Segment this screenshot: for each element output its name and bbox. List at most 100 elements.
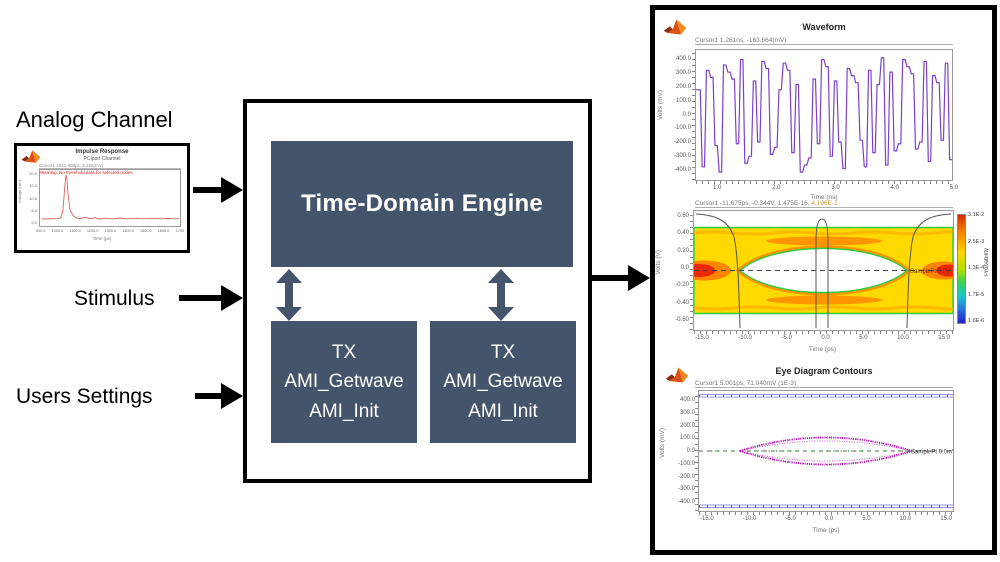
thumb-subtitle: PCIport Channel	[83, 156, 121, 162]
arrow-analog-to-engine	[193, 176, 243, 204]
results-panel: Waveform Cursor1 1.261ns, -163.664(mV) 4…	[650, 5, 997, 555]
stat-eye-y-label: Volts (V)	[655, 250, 662, 275]
matlab-logo-icon	[663, 19, 687, 35]
tick-label: 2.0	[772, 185, 781, 191]
impulse-response-thumbnail: Impulse Response PCIport Channel Cursor1…	[14, 143, 190, 253]
tick-label: 1200.0	[86, 229, 99, 233]
engine-block: Time-Domain Engine	[271, 141, 573, 267]
tick-label: 3.1E-2	[968, 212, 985, 218]
tick-label: 1100.0	[69, 229, 81, 233]
tick-label: 1.7E-5	[968, 291, 985, 298]
tick-label: 300.0	[675, 69, 691, 76]
tick-label: 10.0	[29, 195, 37, 201]
tick-label: -5.0	[785, 516, 796, 522]
tick-label: -200.0	[677, 473, 695, 480]
tick-label: 1300.0	[104, 229, 117, 233]
tick-label: 1700	[175, 229, 184, 233]
tick-label: -0.20	[675, 282, 689, 289]
thumb-warning-text: Warning: No threshold data for selected …	[40, 170, 134, 175]
probability-colorbar	[957, 214, 966, 324]
block-label-line: AMI_Getwave	[284, 371, 404, 393]
tick-label: 20.0	[29, 171, 37, 176]
tick-label: 100.0	[675, 97, 691, 104]
tick-label: 5.0	[31, 207, 37, 213]
tick-label: -300.0	[673, 153, 691, 160]
tick-label: -400.0	[673, 167, 691, 173]
tick-label: 5.0	[862, 516, 871, 522]
tick-label: 1500.0	[140, 229, 152, 233]
contours-plot-area: SamplePt 0.0mV	[698, 390, 956, 512]
thumb-cursor-readout: Cursor1 1021.408ps, 8.226(mV)	[39, 163, 181, 169]
tick-label: 1600.0	[157, 229, 170, 233]
tick-label: -100.0	[673, 125, 691, 132]
tick-label: 100.0	[679, 435, 695, 442]
x-tickmarks	[699, 512, 953, 515]
tick-label: 400.0	[675, 56, 691, 62]
block-label-line: AMI_Init	[468, 400, 538, 422]
tick-label: 0.60	[677, 213, 689, 219]
stat-eye-plot-area: SamplePt 0.0V	[677, 210, 966, 331]
cursor-highlight: 4.196E-1	[811, 200, 838, 207]
thumb-x-label: Time (ps)	[92, 236, 112, 241]
stat-eye-cursor-readout: Cursor1 -11.675ps, -0.344V, 1.475E-16, 4…	[695, 200, 953, 208]
tick-label: 0.0	[680, 264, 689, 271]
tick-label: 1.3E-4	[968, 265, 985, 271]
bidirectional-arrow-left	[275, 269, 303, 321]
tick-label: -400.0	[677, 499, 695, 505]
stat-eye-annotation: SamplePt 0.0V	[910, 269, 950, 275]
matlab-logo-icon	[665, 367, 689, 383]
arrow-engine-to-results	[592, 264, 650, 292]
tick-label: 10.0	[897, 335, 909, 341]
contours-trace: SamplePt 0.0mV	[699, 394, 956, 508]
tick-label: 2.5E-3	[968, 238, 985, 245]
tick-label: -100.0	[677, 460, 695, 467]
tick-label: 0.0	[821, 335, 830, 341]
tick-label: 4.0	[890, 185, 899, 191]
thumb-title: Impulse Response	[75, 149, 129, 155]
impulse-curve	[41, 174, 180, 220]
block-label-line: AMI_Init	[309, 400, 379, 422]
tick-label: 5.0	[859, 335, 868, 341]
tick-label: 900.0	[36, 229, 46, 233]
waveform-y-label: Volts (mV)	[657, 90, 664, 120]
tick-label: -5.0	[781, 335, 792, 341]
x-tickmarks	[696, 181, 952, 184]
tick-label: -10.0	[742, 516, 757, 522]
colorbar-title: Probability	[984, 248, 990, 277]
contours-cursor-readout: Cursor1 5.001ps, 71.040mV (1E-3)	[695, 380, 953, 388]
tick-label: 1000.0	[51, 229, 64, 233]
users-settings-label: Users Settings	[16, 385, 153, 408]
contours-title: Eye Diagram Contours	[775, 366, 873, 376]
tick-label: -0.60	[675, 316, 689, 323]
tick-label: -10.0	[738, 335, 752, 341]
tick-label: 400.0	[679, 397, 695, 403]
tick-label: 15.0	[940, 516, 952, 522]
block-label-line: TX	[490, 341, 516, 363]
tick-label: 1400.0	[122, 229, 134, 233]
thumb-x-axis: 900.0 1000.0 1100.0 1200.0 1300.0 1400.0 1500.…	[36, 229, 184, 233]
waveform-cursor-readout: Cursor1 1.261ns, -163.664(mV)	[695, 37, 953, 45]
tick-label: 0.0	[824, 516, 834, 522]
stat-eye-x-label: Time (ps)	[808, 346, 837, 353]
thumb-plot-area	[39, 169, 181, 227]
tick-label: -300.0	[677, 486, 695, 493]
y-tickmarks	[692, 50, 695, 180]
waveform-trace	[696, 57, 952, 173]
tick-label: -200.0	[673, 139, 691, 146]
contours-x-label: Time (ps)	[812, 527, 840, 534]
tick-label: 15.0	[29, 183, 37, 189]
engine-title: Time-Domain Engine	[301, 190, 543, 217]
tick-label: 10.0	[899, 516, 912, 522]
y-tickmarks	[690, 211, 693, 330]
tick-label: 3.0	[831, 185, 840, 191]
